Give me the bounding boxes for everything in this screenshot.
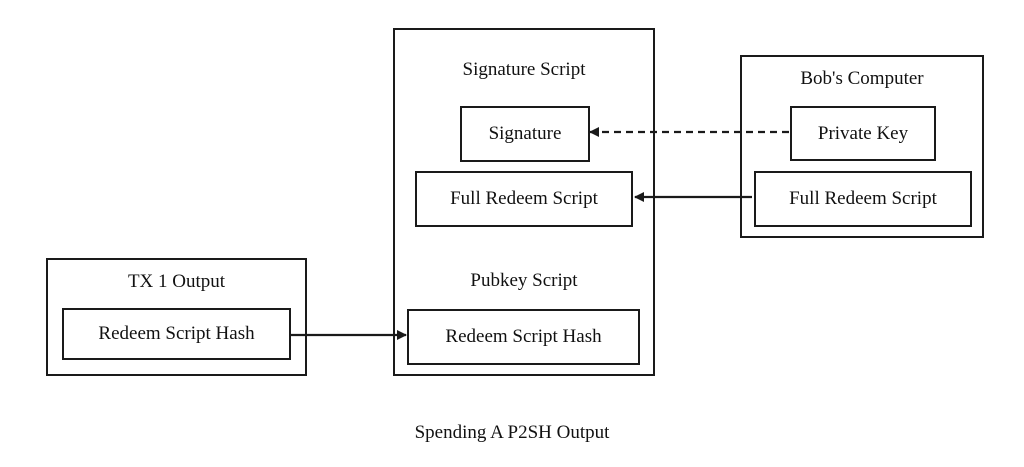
private-key-box: Private Key xyxy=(790,106,936,161)
figure-caption: Spending A P2SH Output xyxy=(414,422,610,443)
bobs-computer-box: Bob's Computer Private Key Full Redeem S… xyxy=(740,55,984,238)
spending-tx-box: Signature Script Signature Full Redeem S… xyxy=(393,28,655,376)
sig-full-redeem-script-box: Full Redeem Script xyxy=(415,171,633,227)
tx1-output-title: TX 1 Output xyxy=(127,271,226,292)
signature-script-title: Signature Script xyxy=(462,59,586,80)
signature-box: Signature xyxy=(460,106,590,162)
tx1-redeem-script-hash: Redeem Script Hash xyxy=(62,308,291,360)
tx1-output-box: TX 1 Output Redeem Script Hash xyxy=(46,258,307,376)
pubkey-redeem-script-hash-box: Redeem Script Hash xyxy=(407,309,640,365)
pubkey-script-title: Pubkey Script xyxy=(470,270,578,291)
bobs-computer-title: Bob's Computer xyxy=(800,68,924,89)
bob-full-redeem-script-box: Full Redeem Script xyxy=(754,171,972,227)
